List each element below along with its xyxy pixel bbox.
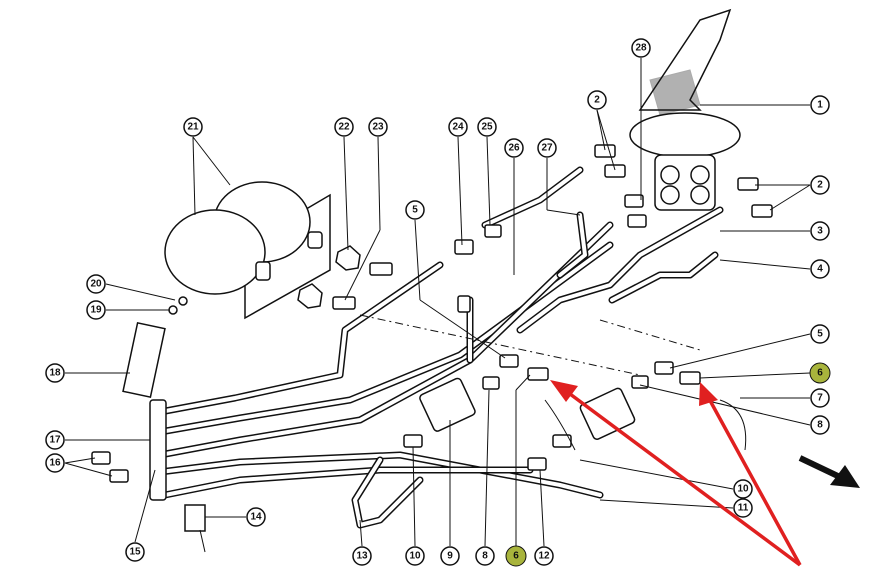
svg-text:23: 23 <box>372 122 384 133</box>
svg-text:16: 16 <box>49 458 61 469</box>
svg-text:20: 20 <box>90 279 102 290</box>
callout-16: 16 <box>45 453 65 473</box>
callout-8: 8 <box>475 546 495 566</box>
callout-18: 18 <box>45 363 65 383</box>
callout-12: 12 <box>534 546 554 566</box>
callout-6-highlighted: 6 <box>809 362 831 384</box>
callout-21: 21 <box>183 117 203 137</box>
callout-19: 19 <box>86 300 106 320</box>
callout-6-highlighted: 6 <box>505 545 527 567</box>
callout-2: 2 <box>810 175 830 195</box>
svg-text:6: 6 <box>817 368 823 379</box>
svg-text:26: 26 <box>508 143 520 154</box>
svg-text:24: 24 <box>452 122 464 133</box>
svg-text:15: 15 <box>129 547 141 558</box>
callout-15: 15 <box>125 542 145 562</box>
svg-text:25: 25 <box>481 122 493 133</box>
svg-text:13: 13 <box>356 551 368 562</box>
direction-arrow-icon <box>798 455 860 488</box>
svg-text:6: 6 <box>513 551 519 562</box>
svg-text:19: 19 <box>90 305 102 316</box>
brake-pedal <box>638 8 732 111</box>
callout-24: 24 <box>448 117 468 137</box>
callout-5: 5 <box>810 324 830 344</box>
callout-11: 11 <box>733 498 753 518</box>
svg-text:2: 2 <box>594 95 600 106</box>
svg-text:7: 7 <box>817 393 823 404</box>
svg-text:27: 27 <box>541 143 553 154</box>
brake-pedal-valve <box>629 8 741 211</box>
callout-3: 3 <box>810 221 830 241</box>
valve-8 <box>579 387 636 440</box>
callout-22: 22 <box>334 117 354 137</box>
callout-1: 1 <box>810 95 830 115</box>
svg-text:8: 8 <box>817 420 823 431</box>
svg-text:4: 4 <box>817 264 823 275</box>
callout-5: 5 <box>405 200 425 220</box>
callout-17: 17 <box>45 430 65 450</box>
brake-lines <box>156 166 724 529</box>
air-tanks <box>164 181 331 320</box>
callout-28: 28 <box>631 38 651 58</box>
callout-20: 20 <box>86 274 106 294</box>
svg-text:1: 1 <box>817 100 823 111</box>
valve-flange <box>629 112 741 158</box>
clamp-18 <box>122 321 166 399</box>
callout-23: 23 <box>368 117 388 137</box>
svg-text:17: 17 <box>49 435 61 446</box>
svg-text:12: 12 <box>538 551 550 562</box>
callouts: 1 2 2 3 4 5 6 7 8 10 11 28 21 22 23 24 2… <box>45 38 831 567</box>
svg-text:5: 5 <box>817 329 823 340</box>
svg-text:28: 28 <box>635 43 647 54</box>
callout-10: 10 <box>405 546 425 566</box>
svg-text:22: 22 <box>338 122 350 133</box>
svg-text:14: 14 <box>250 512 262 523</box>
callout-7: 7 <box>810 388 830 408</box>
valve-9 <box>419 377 476 432</box>
callout-9: 9 <box>440 546 460 566</box>
svg-text:18: 18 <box>49 368 61 379</box>
svg-text:11: 11 <box>738 503 749 514</box>
callout-27: 27 <box>537 138 557 158</box>
callout-13: 13 <box>352 546 372 566</box>
svg-text:3: 3 <box>817 226 823 237</box>
callout-10: 10 <box>733 479 753 499</box>
svg-text:5: 5 <box>412 205 418 216</box>
red-pointer-arrows <box>550 380 802 567</box>
callout-8: 8 <box>810 415 830 435</box>
callout-25: 25 <box>477 117 497 137</box>
fittings <box>91 144 773 553</box>
callout-14: 14 <box>246 507 266 527</box>
svg-text:9: 9 <box>447 551 453 562</box>
svg-text:10: 10 <box>409 551 421 562</box>
svg-text:8: 8 <box>482 551 488 562</box>
callout-2: 2 <box>587 90 607 110</box>
svg-text:21: 21 <box>187 122 199 133</box>
leader-lines <box>64 58 811 547</box>
callout-26: 26 <box>504 138 524 158</box>
svg-text:2: 2 <box>817 180 823 191</box>
svg-text:10: 10 <box>737 484 749 495</box>
callout-4: 4 <box>810 259 830 279</box>
